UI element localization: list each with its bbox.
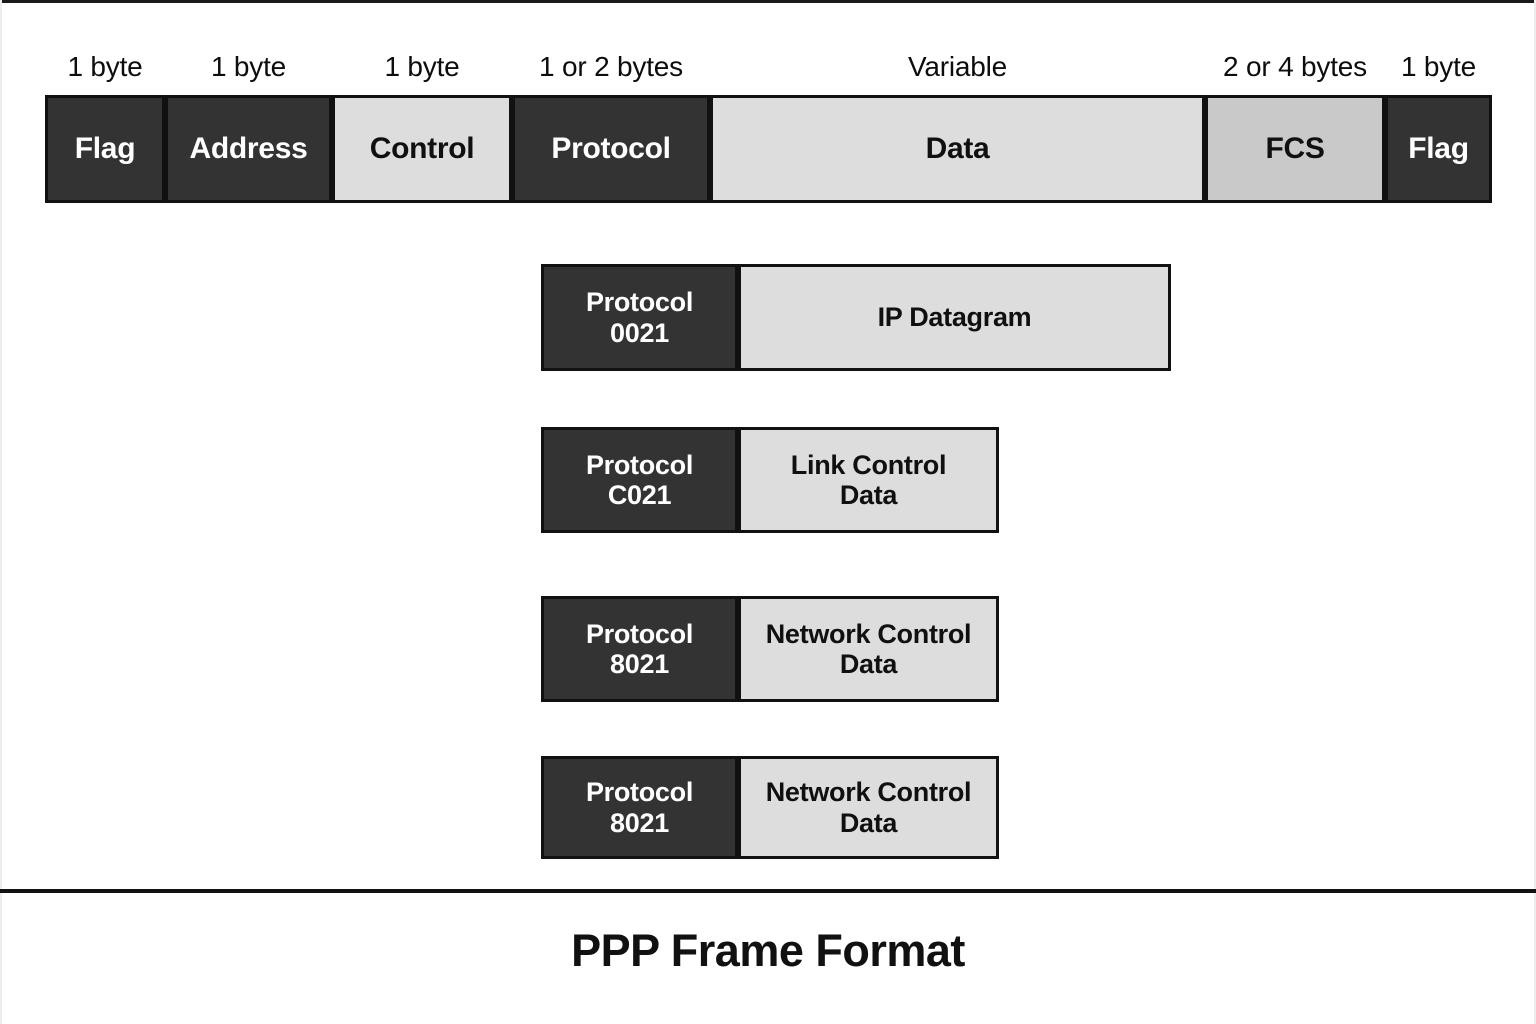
- subframe-1-protocol-line1: Protocol: [585, 287, 694, 318]
- figure-left-rule: [0, 0, 2, 1024]
- subframe-3-payload-text: Network Control Data: [766, 619, 972, 679]
- subframe-4-payload-box: Network Control Data: [738, 756, 999, 859]
- subframe-2-payload-line2: Data: [839, 480, 898, 510]
- size-label-flag-1: 1 byte: [67, 51, 143, 82]
- subframe-1-payload-line1: IP Datagram: [877, 302, 1032, 333]
- subframe-3-payload-line1: Network Control: [765, 618, 972, 649]
- subframe-2-payload-line1: Link Control: [790, 449, 947, 480]
- subframe-3-payload-box: Network Control Data: [738, 596, 999, 702]
- subframe-1-protocol-line2: 0021: [610, 317, 669, 348]
- subframe-2-payload-box: Link Control Data: [738, 427, 999, 533]
- size-label-data: Variable: [907, 51, 1008, 82]
- subframe-4-payload-line2: Data: [839, 807, 898, 838]
- frame-field-data: Data: [710, 95, 1205, 203]
- frame-field-fcs: FCS: [1205, 95, 1385, 203]
- subframe-3-protocol-line1: Protocol: [585, 618, 694, 649]
- subframe-1-protocol-box: Protocol 0021: [541, 264, 738, 371]
- size-label-address: 1 byte: [210, 51, 287, 82]
- frame-field-control: Control: [332, 95, 512, 203]
- frame-field-flag-start: Flag: [45, 95, 165, 203]
- subframe-1-payload-text: IP Datagram: [878, 302, 1032, 332]
- subframe-1-payload-box: IP Datagram: [738, 264, 1171, 371]
- frame-field-control-label: Control: [369, 132, 475, 166]
- subframe-4-payload-text: Network Control Data: [766, 777, 972, 837]
- subframe-4-protocol-text: Protocol 8021: [586, 777, 693, 837]
- subframe-3-protocol-box: Protocol 8021: [541, 596, 738, 702]
- subframe-3-protocol-text: Protocol 8021: [586, 619, 693, 679]
- frame-field-protocol: Protocol: [512, 95, 710, 203]
- subframe-4-payload-line1: Network Control: [765, 777, 972, 808]
- frame-field-flag-start-label: Flag: [74, 132, 136, 166]
- frame-field-protocol-label: Protocol: [551, 132, 671, 166]
- subframe-4-protocol-line1: Protocol: [585, 777, 694, 808]
- size-label-flag-2: 1 byte: [1400, 51, 1477, 82]
- size-label-control: 1 byte: [384, 51, 460, 82]
- subframe-3-protocol-line2: 8021: [610, 649, 669, 679]
- subframe-2-protocol-line2: C021: [607, 480, 672, 510]
- subframe-1-protocol-text: Protocol 0021: [586, 287, 693, 347]
- size-label-protocol: 1 or 2 bytes: [539, 51, 683, 82]
- frame-field-fcs-label: FCS: [1265, 132, 1325, 166]
- subframe-4-protocol-box: Protocol 8021: [541, 756, 738, 859]
- subframe-2-protocol-line1: Protocol: [585, 449, 694, 480]
- frame-field-flag-end-label: Flag: [1408, 132, 1469, 166]
- caption-divider: [0, 889, 1536, 893]
- figure-title: PPP Frame Format: [571, 925, 965, 976]
- subframe-2-payload-text: Link Control Data: [790, 449, 947, 510]
- subframe-4-protocol-line2: 8021: [610, 807, 669, 838]
- frame-field-flag-end: Flag: [1385, 95, 1492, 203]
- size-label-fcs: 2 or 4 bytes: [1223, 51, 1367, 82]
- figure-right-rule: [1534, 0, 1536, 1024]
- figure-top-rule: [0, 0, 1536, 3]
- subframe-3-payload-line2: Data: [839, 649, 898, 679]
- frame-field-address-label: Address: [189, 132, 308, 166]
- frame-field-address: Address: [165, 95, 332, 203]
- frame-field-data-label: Data: [925, 132, 990, 166]
- subframe-2-protocol-text: Protocol C021: [586, 450, 693, 510]
- subframe-2-protocol-box: Protocol C021: [541, 427, 738, 533]
